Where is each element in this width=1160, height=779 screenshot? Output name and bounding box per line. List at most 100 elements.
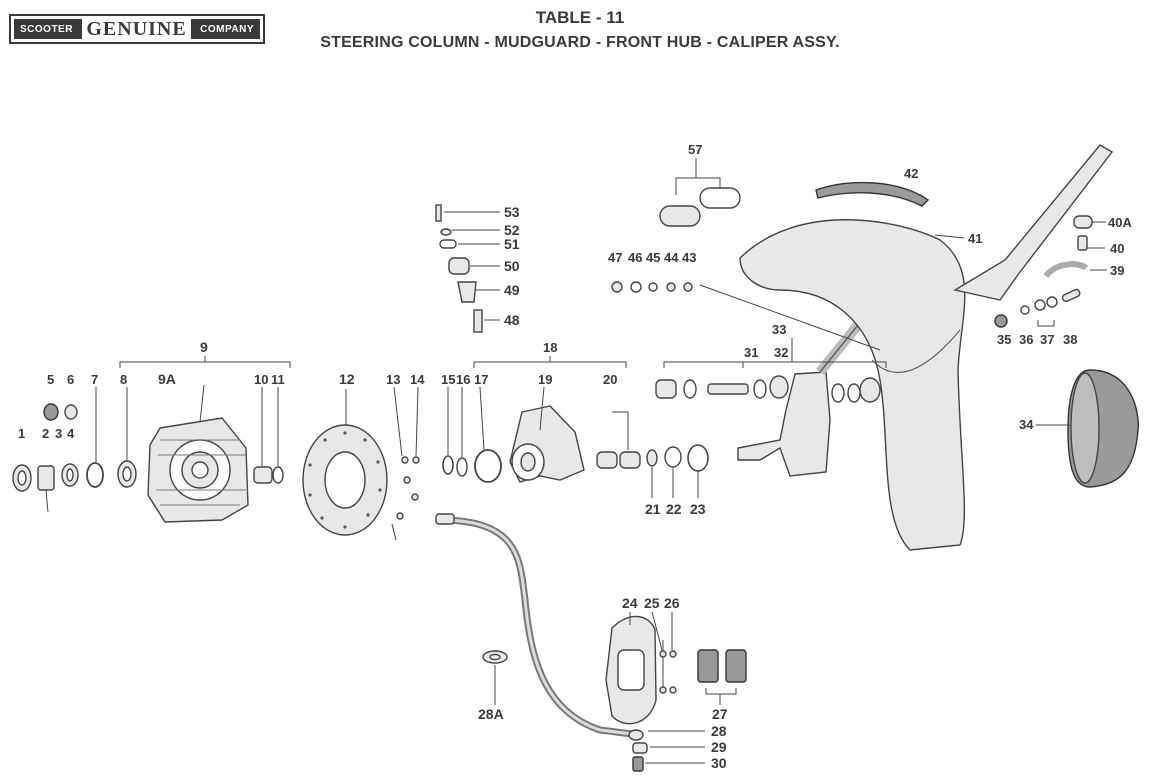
callout-25: 25	[644, 595, 660, 611]
callout-15: 15	[441, 372, 455, 387]
callout-23: 23	[690, 501, 706, 517]
callout-27: 27	[712, 706, 728, 722]
callout-29: 29	[711, 739, 727, 755]
callout-30: 30	[711, 755, 727, 771]
part-19-caliper-housing	[509, 405, 585, 483]
callout-13: 13	[386, 372, 400, 387]
part-7-circlip	[86, 462, 104, 488]
parts-35-38-fasteners	[994, 288, 1081, 328]
callout-52: 52	[504, 222, 520, 238]
part-42-trim	[815, 181, 930, 207]
callout-35: 35	[997, 332, 1011, 347]
part-12-brake-disc	[302, 424, 388, 536]
part-5-nut	[43, 403, 59, 421]
callout-43: 43	[682, 250, 696, 265]
part-20-bushes	[596, 451, 641, 469]
callout-51: 51	[504, 236, 520, 252]
callout-28a: 28A	[478, 706, 504, 722]
callout-33: 33	[772, 322, 786, 337]
parts-fork-bearings	[831, 377, 881, 403]
part-34-lens	[1067, 369, 1139, 488]
logo-left-text: SCOOTER	[20, 23, 73, 35]
part-2-nut	[37, 465, 55, 513]
callout-16: 16	[456, 372, 470, 387]
callout-53: 53	[504, 204, 520, 220]
callout-10: 10	[254, 372, 268, 387]
part-16-ring	[456, 457, 468, 477]
callout-9a: 9A	[158, 371, 176, 387]
part-1-seal	[12, 464, 32, 492]
callout-1: 1	[18, 426, 25, 441]
callout-49: 49	[504, 282, 520, 298]
callout-8: 8	[120, 372, 127, 387]
callout-46: 46	[628, 250, 642, 265]
callout-41: 41	[968, 231, 982, 246]
parts-39-40-clips	[1043, 215, 1093, 279]
part-27-brake-pads	[697, 649, 747, 683]
callout-19: 19	[538, 372, 552, 387]
parts-21-22-23-washers	[646, 444, 709, 472]
parts-25-26-pins	[659, 640, 677, 694]
part-41-mudguard	[739, 219, 966, 551]
callout-42: 42	[904, 166, 918, 181]
callout-47: 47	[608, 250, 622, 265]
part-brake-hose	[435, 513, 641, 739]
callout-40a: 40A	[1108, 215, 1132, 230]
callout-9: 9	[200, 339, 208, 355]
callout-6: 6	[67, 372, 74, 387]
callout-38: 38	[1063, 332, 1077, 347]
callout-28: 28	[711, 723, 727, 739]
part-24-caliper	[605, 615, 657, 725]
part-28a-washer	[482, 650, 508, 664]
callout-2: 2	[42, 426, 49, 441]
callout-22: 22	[666, 501, 682, 517]
callout-3: 3	[55, 426, 62, 441]
part-9a-hub	[147, 417, 249, 523]
callout-39: 39	[1110, 263, 1124, 278]
parts-31-33-small	[655, 375, 789, 399]
callout-44: 44	[664, 250, 679, 265]
part-10-spacer	[253, 466, 273, 484]
callout-36: 36	[1019, 332, 1033, 347]
parts-43-47-fasteners	[611, 281, 693, 293]
callout-18: 18	[543, 340, 557, 355]
callout-7: 7	[91, 372, 98, 387]
parts-48-53-stack	[435, 204, 483, 333]
part-8-bearing	[117, 460, 137, 488]
callout-37: 37	[1040, 332, 1054, 347]
page-title: TABLE - 11	[535, 8, 625, 27]
callout-4: 4	[67, 426, 75, 441]
logo-center-text: GENUINE	[82, 19, 191, 39]
part-4-washer	[61, 463, 79, 487]
callout-5: 5	[47, 372, 54, 387]
callout-31: 31	[744, 345, 758, 360]
parts-28-30-banjo	[628, 729, 648, 772]
logo-right-text: COMPANY	[200, 23, 254, 35]
page-subtitle: STEERING COLUMN - MUDGUARD - FRONT HUB -…	[320, 34, 840, 51]
part-frame-arm	[953, 144, 1114, 301]
parts-13-14-bolts	[391, 456, 420, 541]
callout-45: 45	[646, 250, 660, 265]
callout-labels: 1 2 3 4 5 6 7 8 9 9A 10 11 12 13 14 15 1…	[18, 142, 1132, 771]
part-17-circlip	[474, 449, 502, 483]
callout-26: 26	[664, 595, 680, 611]
leader-lines	[95, 158, 1107, 764]
callout-24: 24	[622, 595, 638, 611]
callout-17: 17	[474, 372, 488, 387]
callout-32: 32	[774, 345, 788, 360]
callout-40: 40	[1110, 241, 1124, 256]
callout-48: 48	[504, 312, 520, 328]
brand-logo: SCOOTER GENUINE COMPANY	[9, 14, 265, 44]
callout-21: 21	[645, 501, 661, 517]
part-11-ring	[272, 466, 284, 484]
callout-11: 11	[271, 372, 285, 387]
part-6-washer	[64, 404, 78, 420]
part-15-ring	[442, 455, 454, 475]
callout-50: 50	[504, 258, 520, 274]
callout-57: 57	[688, 142, 702, 157]
callout-34: 34	[1019, 417, 1034, 432]
part-57-badges	[659, 187, 741, 227]
callout-14: 14	[410, 372, 425, 387]
callout-12: 12	[339, 371, 355, 387]
